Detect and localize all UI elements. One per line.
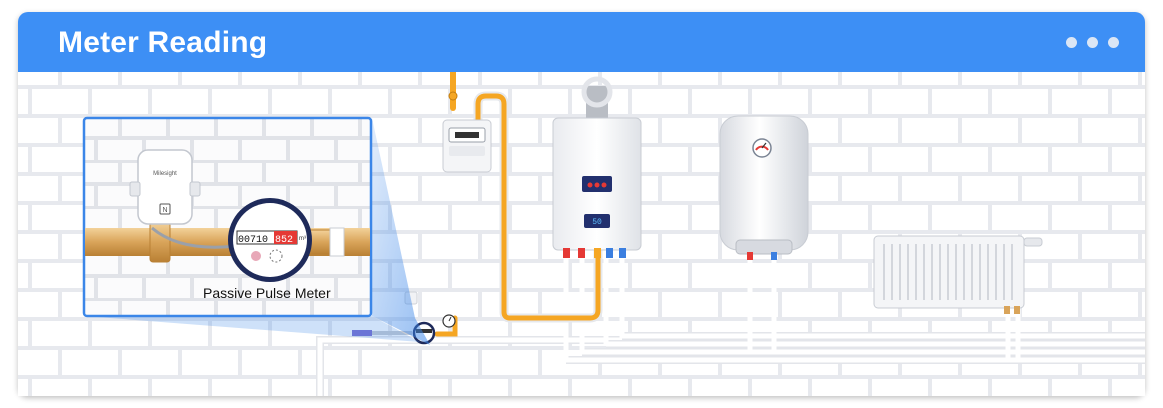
menu-dot-icon [1066,37,1077,48]
gas-meter [442,91,492,173]
nfc-icon [159,203,171,215]
svg-text:N: N [162,207,167,214]
gas-pipe [434,72,603,337]
water-heater [719,115,809,260]
header-bar: Meter Reading [18,12,1145,72]
meter-digits-red: 852 [275,235,293,246]
device-brand: Milesight [153,171,177,177]
inset-panel: Milesight N 00710 852 m³ [82,116,373,318]
menu-dot-icon [1108,37,1119,48]
page-title: Meter Reading [58,26,268,59]
window-menu-dots[interactable] [1066,37,1119,48]
menu-dot-icon [1087,37,1098,48]
floor-pipes [316,332,1145,396]
meter-unit: m³ [299,236,306,242]
radiator [873,235,1043,314]
svg-text:50: 50 [592,218,602,227]
combi-boiler: 50 [552,76,642,258]
inset-caption: Passive Pulse Meter [203,285,331,301]
meter-digits-black: 00710 [238,235,268,246]
